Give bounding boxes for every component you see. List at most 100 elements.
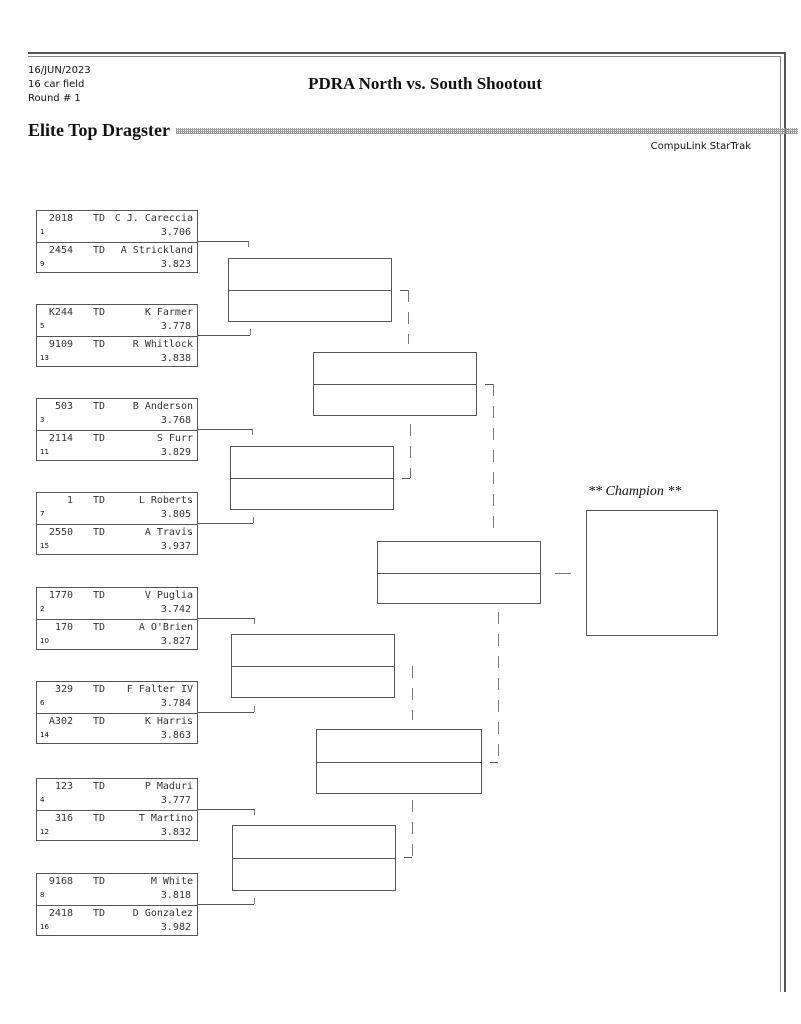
seed-number: 9 xyxy=(40,260,45,268)
connector xyxy=(408,290,409,344)
entry: 329 TD F Falter IV 6 3.784 xyxy=(37,682,197,713)
connector xyxy=(254,618,255,624)
driver-name: D Gonzalez xyxy=(132,908,193,919)
software-label: CompuLink StarTrak xyxy=(650,141,751,152)
connector xyxy=(490,762,498,763)
class-code: TD xyxy=(93,908,106,919)
connector xyxy=(198,809,254,810)
connector xyxy=(555,573,571,574)
car-field: 16 car field xyxy=(28,79,85,90)
class-code: TD xyxy=(93,590,106,601)
top-rule-inner xyxy=(28,56,780,57)
class-code: TD xyxy=(93,876,106,887)
class-code: TD xyxy=(93,813,106,824)
pair-4: 1 TD L Roberts 7 3.805 2550 TD A Travis … xyxy=(36,492,198,555)
seed-number: 14 xyxy=(40,731,49,739)
class-code: TD xyxy=(93,684,106,695)
connector xyxy=(198,712,254,713)
connector xyxy=(400,290,408,291)
right-rule-inner xyxy=(780,56,781,992)
seed-number: 12 xyxy=(40,828,49,836)
entry: 2018 TD C J. Careccia 1 3.706 xyxy=(37,211,197,242)
driver-name: M White xyxy=(150,876,193,887)
dotted-rule xyxy=(176,128,798,134)
car-number: 9168 xyxy=(48,876,73,887)
entry: 9109 TD R Whitlock 13 3.838 xyxy=(37,336,197,368)
class-code: TD xyxy=(93,245,106,256)
connector xyxy=(248,241,249,247)
connector xyxy=(198,618,254,619)
seed-number: 7 xyxy=(40,510,45,518)
car-number: 2018 xyxy=(48,213,73,224)
car-number: 503 xyxy=(54,401,73,412)
entry: 503 TD B Anderson 3 3.768 xyxy=(37,399,197,430)
pair-2: K244 TD K Farmer 5 3.778 9109 TD R Whitl… xyxy=(36,304,198,367)
connector xyxy=(254,898,255,904)
connector xyxy=(412,800,413,857)
connector xyxy=(493,384,494,534)
car-number: 123 xyxy=(54,781,73,792)
elapsed-time: 3.937 xyxy=(160,541,191,552)
page-title: PDRA North vs. South Shootout xyxy=(308,74,542,93)
pair-3: 503 TD B Anderson 3 3.768 2114 TD S Furr… xyxy=(36,398,198,461)
driver-name: S Furr xyxy=(156,433,193,444)
class-code: TD xyxy=(93,622,106,633)
champion-label: ** Champion ** xyxy=(588,484,682,499)
connector xyxy=(402,478,410,479)
entry: 2418 TD D Gonzalez 16 3.982 xyxy=(37,905,197,937)
class-code: TD xyxy=(93,213,106,224)
champion-box xyxy=(586,510,718,636)
elapsed-time: 3.805 xyxy=(160,509,191,520)
driver-name: A Strickland xyxy=(120,245,193,256)
driver-name: V Puglia xyxy=(144,590,193,601)
connector xyxy=(252,429,253,435)
elapsed-time: 3.829 xyxy=(160,447,191,458)
car-number: 1770 xyxy=(48,590,73,601)
class-code: TD xyxy=(93,716,106,727)
connector xyxy=(250,329,251,335)
driver-name: L Roberts xyxy=(138,495,193,506)
top-rule xyxy=(28,52,786,54)
class-title: Elite Top Dragster xyxy=(28,120,170,140)
elapsed-time: 3.838 xyxy=(160,353,191,364)
connector xyxy=(198,241,248,242)
car-number: A302 xyxy=(48,716,73,727)
connector xyxy=(410,424,411,478)
driver-name: T Martino xyxy=(138,813,193,824)
pair-7: 123 TD P Maduri 4 3.777 316 TD T Martino… xyxy=(36,778,198,841)
connector xyxy=(198,429,252,430)
round2-box-3 xyxy=(231,634,395,698)
elapsed-time: 3.768 xyxy=(160,415,191,426)
connector xyxy=(253,517,254,523)
pair-8: 9168 TD M White 8 3.818 2418 TD D Gonzal… xyxy=(36,873,198,936)
connector xyxy=(254,706,255,712)
driver-name: F Falter IV xyxy=(126,684,193,695)
entry: 316 TD T Martino 12 3.832 xyxy=(37,810,197,842)
class-code: TD xyxy=(93,307,106,318)
class-code: TD xyxy=(93,781,106,792)
connector xyxy=(198,904,254,905)
car-number: 2550 xyxy=(48,527,73,538)
elapsed-time: 3.818 xyxy=(160,890,191,901)
elapsed-time: 3.982 xyxy=(160,922,191,933)
driver-name: K Harris xyxy=(144,716,193,727)
seed-number: 3 xyxy=(40,416,45,424)
seed-number: 6 xyxy=(40,699,45,707)
entry: 1 TD L Roberts 7 3.805 xyxy=(37,493,197,524)
round2-box-2 xyxy=(230,446,394,510)
connector xyxy=(498,612,499,762)
class-code: TD xyxy=(93,433,106,444)
elapsed-time: 3.777 xyxy=(160,795,191,806)
car-number: 170 xyxy=(54,622,73,633)
elapsed-time: 3.742 xyxy=(160,604,191,615)
class-code: TD xyxy=(93,339,106,350)
driver-name: P Maduri xyxy=(144,781,193,792)
driver-name: R Whitlock xyxy=(132,339,193,350)
seed-number: 5 xyxy=(40,322,45,330)
seed-number: 2 xyxy=(40,605,45,613)
driver-name: C J. Careccia xyxy=(114,213,193,224)
pair-6: 329 TD F Falter IV 6 3.784 A302 TD K Har… xyxy=(36,681,198,744)
elapsed-time: 3.863 xyxy=(160,730,191,741)
connector xyxy=(485,384,493,385)
car-number: 2114 xyxy=(48,433,73,444)
